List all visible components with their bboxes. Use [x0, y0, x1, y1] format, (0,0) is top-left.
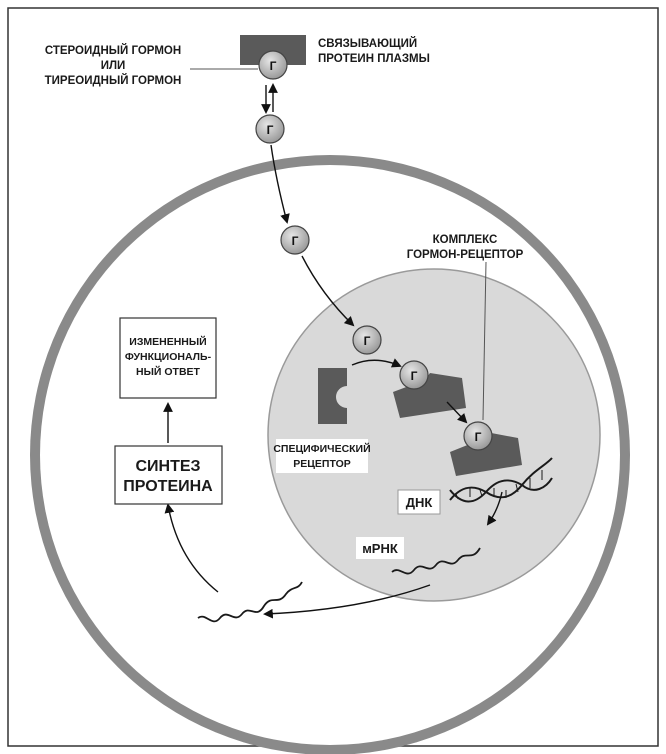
- specific-receptor-label-bg: [276, 439, 368, 473]
- protein-synthesis-box: [114, 445, 223, 505]
- specific-receptor-label: СПЕЦИФИЧЕСКИЙ РЕЦЕПТОР: [273, 442, 370, 470]
- svg-text:СИНТЕЗ: СИНТЕЗ: [135, 458, 200, 475]
- dna-label-box: [397, 489, 441, 515]
- hormone-symbol: Г: [475, 430, 482, 444]
- plasma-protein-label: СВЯЗЫВАЮЩИЙ ПРОТЕИН ПЛАЗМЫ: [318, 37, 430, 65]
- arrow-to-synthesis: [164, 503, 219, 593]
- protein-synthesis-label: СИНТЕЗ ПРОТЕИНА: [123, 458, 213, 495]
- svg-text:ТИРЕОИДНЫЙ ГОРМОН: ТИРЕОИДНЫЙ ГОРМОН: [45, 74, 182, 87]
- arrow-mrna-export: [263, 584, 431, 619]
- svg-text:СТЕРОИДНЫЙ ГОРМОН: СТЕРОИДНЫЙ ГОРМОН: [45, 44, 181, 57]
- svg-text:КОМПЛЕКС: КОМПЛЕКС: [433, 234, 498, 246]
- hormone-symbol: Г: [411, 369, 418, 383]
- hormone-on-receptor: Г: [399, 360, 429, 390]
- hormone-cytoplasm: Г: [280, 225, 310, 255]
- nucleus: [267, 268, 601, 602]
- hormone-symbol: Г: [292, 234, 299, 248]
- changed-response-label: ИЗМЕНЕННЫЙ ФУНКЦИОНАЛЬ- НЫЙ ОТВЕТ: [125, 335, 212, 378]
- hormone-in-complex: Г: [463, 421, 493, 451]
- receptor-binding: [393, 373, 466, 418]
- arrow-into-cell: [270, 144, 290, 224]
- hormone-symbol: Г: [267, 123, 274, 137]
- svg-text:ПРОТЕИН ПЛАЗМЫ: ПРОТЕИН ПЛАЗМЫ: [318, 53, 430, 65]
- svg-text:СПЕЦИФИЧЕСКИЙ: СПЕЦИФИЧЕСКИЙ: [273, 442, 370, 455]
- mrna-wave-nucleus: [391, 547, 481, 575]
- svg-text:ПРОТЕИНА: ПРОТЕИНА: [123, 478, 213, 495]
- dna-label: ДНК: [406, 495, 433, 510]
- complex-leader-line: [482, 261, 487, 421]
- svg-text:НЫЙ ОТВЕТ: НЫЙ ОТВЕТ: [136, 365, 200, 378]
- svg-text:ИЗМЕНЕННЫЙ: ИЗМЕНЕННЫЙ: [129, 335, 206, 348]
- arrow-to-complex: [446, 401, 468, 424]
- changed-response-box: [119, 317, 217, 399]
- svg-text:ГОРМОН-РЕЦЕПТОР: ГОРМОН-РЕЦЕПТОР: [407, 249, 524, 261]
- dna-helix: [449, 457, 553, 503]
- arrow-to-binding: [351, 358, 402, 368]
- svg-text:РЕЦЕПТОР: РЕЦЕПТОР: [293, 458, 351, 470]
- hormone-receptor-complex: [450, 432, 522, 476]
- mrna-label: мРНК: [362, 541, 398, 556]
- hormone-symbol: Г: [364, 334, 371, 348]
- hormone-symbol: Г: [270, 59, 277, 73]
- svg-text:СВЯЗЫВАЮЩИЙ: СВЯЗЫВАЮЩИЙ: [318, 37, 417, 50]
- svg-text:ИЛИ: ИЛИ: [101, 60, 126, 72]
- specific-receptor: [318, 368, 347, 424]
- hormone-nucleus: Г: [352, 325, 382, 355]
- complex-label: КОМПЛЕКС ГОРМОН-РЕЦЕПТОР: [407, 234, 524, 261]
- hormone-bound: Г: [258, 50, 288, 80]
- mrna-label-box: [356, 537, 404, 559]
- svg-text:ФУНКЦИОНАЛЬ-: ФУНКЦИОНАЛЬ-: [125, 351, 212, 363]
- arrow-into-nucleus: [301, 255, 355, 327]
- arrow-dna-to-mrna: [486, 491, 503, 526]
- mrna-wave-cytoplasm: [197, 581, 303, 623]
- steroid-hormone-label: СТЕРОИДНЫЙ ГОРМОН ИЛИ ТИРЕОИДНЫЙ ГОРМОН: [45, 44, 182, 87]
- hormone-free: Г: [255, 114, 285, 144]
